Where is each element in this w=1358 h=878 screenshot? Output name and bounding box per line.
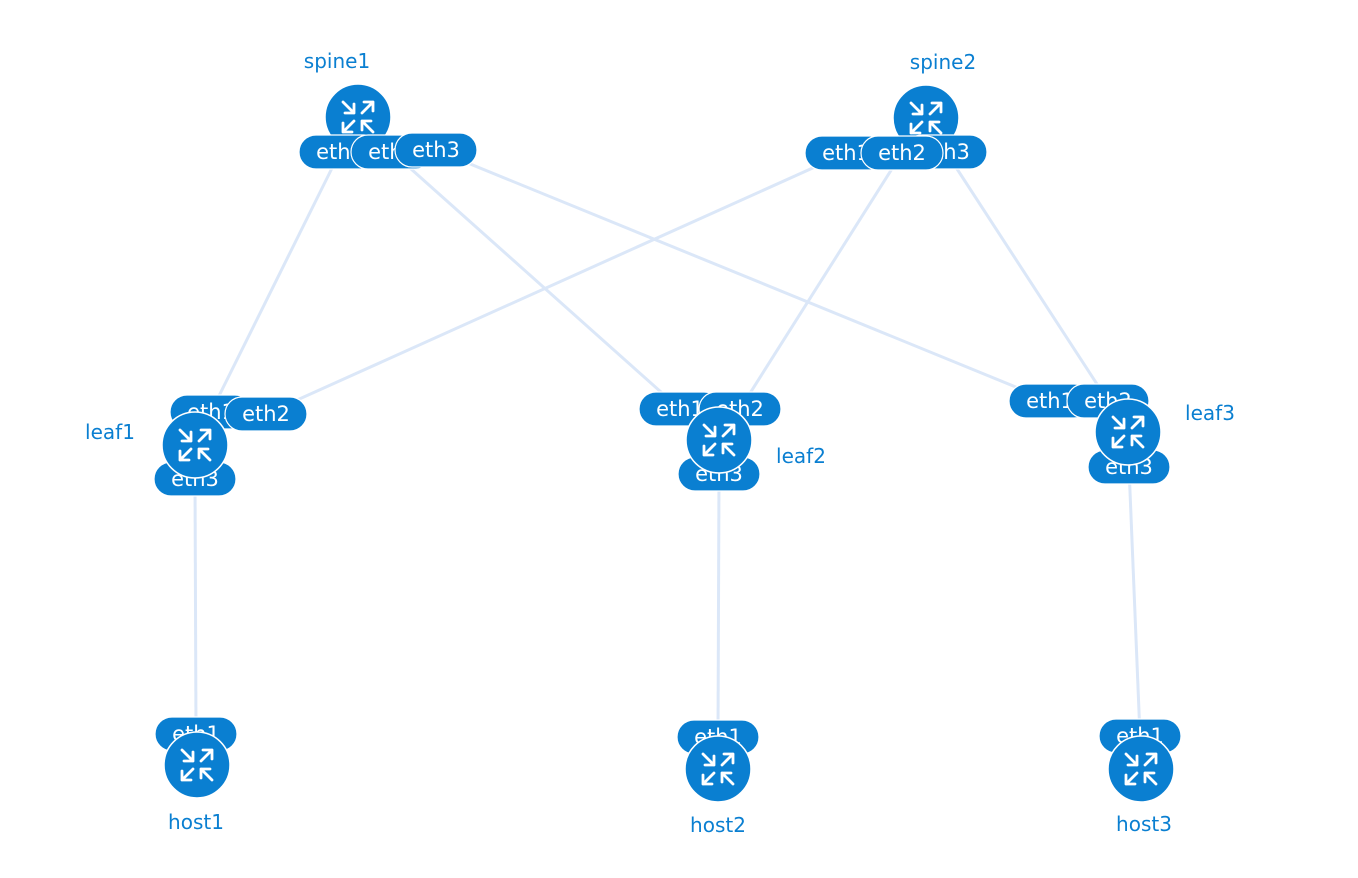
router-node-circle: [161, 411, 229, 479]
router-node-circle: [1094, 398, 1162, 466]
node-host2[interactable]: [684, 735, 752, 803]
router-arrows-icon: [909, 101, 943, 135]
port-pill: [224, 396, 308, 432]
node-label-leaf2: leaf2: [776, 444, 826, 468]
port-label: eth3: [412, 138, 460, 162]
link-spine2-leaf2[interactable]: [738, 152, 904, 410]
link-spine1-leaf1[interactable]: [209, 151, 342, 413]
ports-layer: eth3eth1eth3eth1eth3eth1eth1eth2eth3eth3…: [153, 132, 1182, 755]
router-arrows-icon: [178, 428, 212, 462]
port-pill: [860, 135, 944, 171]
router-arrows-icon: [180, 748, 214, 782]
port-label: eth1: [1026, 389, 1074, 413]
link-leaf2-host2[interactable]: [716, 473, 721, 738]
link-spine2-leaf3[interactable]: [944, 151, 1110, 402]
port-label: eth2: [242, 402, 290, 426]
link-leaf3-host3[interactable]: [1127, 466, 1142, 737]
labels-layer: spine1 spine2 leaf1 leaf2 leaf3 host1 host2 hos…: [85, 49, 1235, 837]
router-arrows-icon: [1111, 415, 1145, 449]
router-arrows-icon: [1124, 752, 1158, 786]
node-leaf3[interactable]: [1094, 398, 1162, 466]
links-layer: [193, 148, 1142, 738]
router-node-circle: [685, 406, 753, 474]
node-host1[interactable]: [163, 731, 231, 799]
node-host3[interactable]: [1107, 735, 1175, 803]
node-leaf2[interactable]: [685, 406, 753, 474]
node-label-host1: host1: [168, 810, 224, 834]
node-label-host3: host3: [1116, 812, 1172, 836]
router-node-circle: [163, 731, 231, 799]
node-label-spine1: spine1: [304, 49, 370, 73]
link-spine1-leaf3[interactable]: [435, 148, 1051, 403]
port-leaf1-eth2[interactable]: eth2: [224, 396, 308, 432]
link-spine1-leaf2[interactable]: [391, 150, 681, 411]
node-leaf1[interactable]: [161, 411, 229, 479]
router-node-circle: [684, 735, 752, 803]
router-arrows-icon: [702, 423, 736, 457]
router-arrows-icon: [341, 100, 375, 134]
router-arrows-icon: [701, 752, 735, 786]
router-node-circle: [1107, 735, 1175, 803]
port-label: eth2: [878, 141, 926, 165]
node-label-leaf1: leaf1: [85, 420, 135, 444]
node-label-leaf3: leaf3: [1185, 401, 1235, 425]
port-spine2-eth2[interactable]: eth2: [860, 135, 944, 171]
link-leaf1-host1[interactable]: [193, 478, 198, 735]
node-spine1[interactable]: [324, 83, 392, 151]
port-pill: [394, 132, 478, 168]
node-label-host2: host2: [690, 813, 746, 837]
link-spine2-leaf1[interactable]: [265, 151, 847, 416]
node-label-spine2: spine2: [910, 50, 976, 74]
port-spine1-eth3[interactable]: eth3: [394, 132, 478, 168]
